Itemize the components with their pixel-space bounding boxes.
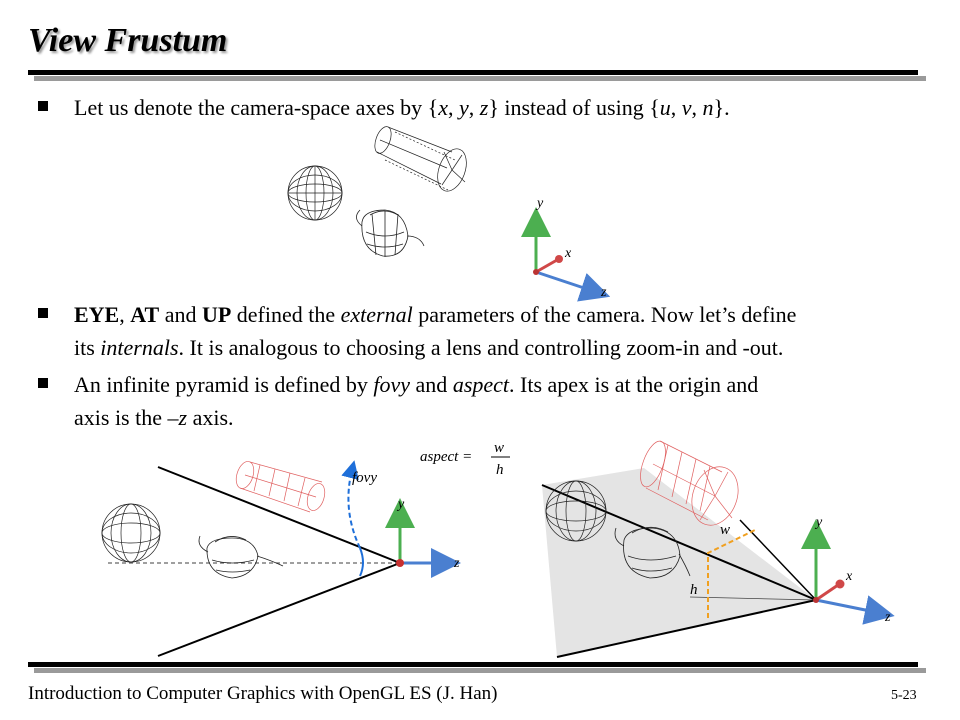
w-label: w [720, 522, 730, 538]
slide-title: View Frustum [28, 22, 228, 59]
camera-axes-top: y x z [521, 196, 611, 302]
axis-x-label: x [564, 246, 572, 261]
sphere-wireframe-right [545, 480, 607, 542]
footer-rule [28, 662, 918, 667]
axis-z-label-left: z [453, 556, 460, 571]
bullet-2-text: EYE, AT and UP defined the external para… [74, 302, 797, 360]
aspect-lhs: aspect = [420, 449, 472, 465]
teapot-wireframe-top [356, 209, 425, 257]
aspect-denominator: h [496, 462, 504, 478]
h-label: h [690, 582, 698, 598]
axis-y-label-right: y [814, 515, 823, 530]
aspect-formula: aspect = w h [420, 440, 510, 478]
footer-course-title: Introduction to Computer Graphics with O… [28, 683, 498, 704]
axis-z-label-right: z [884, 610, 891, 625]
bullet-marker [38, 101, 48, 111]
frustum-side-view: fovy [101, 460, 461, 657]
bullet-3: An infinite pyramid is defined by fovy a… [38, 368, 952, 434]
axis-z-arrow-right [815, 595, 895, 625]
title-rule-shadow [34, 76, 926, 81]
bullet-1-text: Let us denote the camera-space axes by {… [74, 95, 730, 120]
slide-number: 5-23 [891, 688, 917, 703]
teapot-wireframe-right [614, 526, 691, 579]
axis-x-line [535, 258, 558, 274]
teapot-wireframe-left [198, 535, 284, 579]
footer-rule-shadow [34, 668, 926, 673]
title-rule [28, 70, 918, 75]
bullet-1: Let us denote the camera-space axes by {… [38, 91, 934, 124]
bullet-2: EYE, AT and UP defined the external para… [38, 298, 952, 364]
cylinder-wireframe-top [374, 126, 467, 192]
sphere-wireframe-left [101, 503, 161, 563]
bullet-marker [38, 308, 48, 318]
frustum-plane [542, 468, 816, 657]
cylinder-wireframe-left [235, 461, 326, 513]
orange-dashed-guide [707, 529, 756, 618]
fovy-arrow [341, 460, 361, 549]
axis-y-label: y [535, 196, 544, 211]
cylinder-wireframe-right [640, 440, 739, 526]
axis-x-line-right [815, 583, 839, 602]
bullet-3-text: An infinite pyramid is defined by fovy a… [74, 372, 759, 430]
axis-x-dot [555, 255, 563, 263]
axis-y-label-left: y [396, 497, 405, 512]
sphere-wireframe-top [287, 165, 343, 221]
axis-x-label-right: x [845, 569, 853, 584]
fovy-label: fovy [352, 470, 377, 486]
frustum-perspective-view: w h [541, 440, 895, 658]
axis-z-arrow [535, 270, 611, 302]
fovy-arc [359, 547, 364, 577]
axis-z-label: z [600, 285, 607, 300]
aspect-numerator: w [494, 440, 504, 456]
bullet-marker [38, 378, 48, 388]
